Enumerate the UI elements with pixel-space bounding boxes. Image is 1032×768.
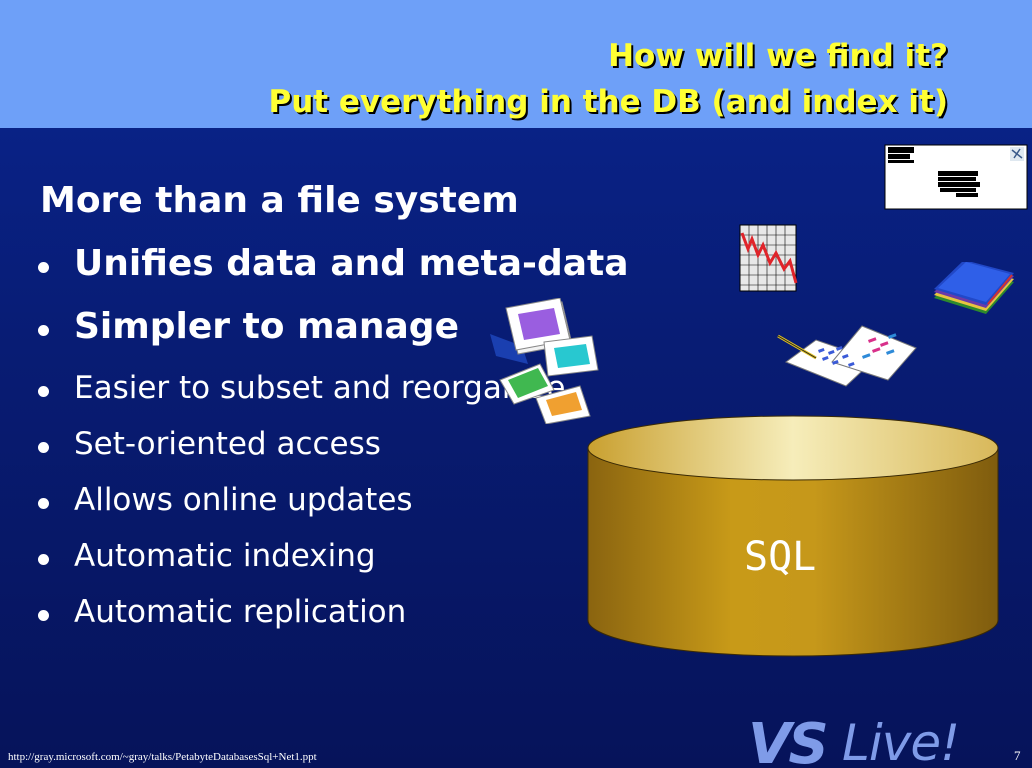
book-stack-icon (934, 262, 1014, 314)
bullet-dot-icon (38, 442, 49, 453)
spreadsheet-papers-icon (777, 325, 917, 387)
bullet-dot-icon (38, 386, 49, 397)
logo-live-text: Live! (842, 716, 960, 768)
photo-slides-icon (490, 298, 599, 424)
database-label: SQL (744, 534, 817, 580)
bullet-text: Easier to subset and reorganize (74, 370, 566, 406)
bullet-dot-icon (38, 554, 49, 565)
database-cylinder-icon (587, 415, 999, 657)
bullet-dot-icon (38, 610, 49, 621)
bullet-text: Automatic replication (74, 594, 407, 630)
slide-title-line-1: How will we find it? (608, 38, 948, 74)
bullet-text: Automatic indexing (74, 538, 376, 574)
document-page-icon (884, 144, 1028, 210)
slide-title-line-2: Put everything in the DB (and index it) (268, 84, 948, 120)
bullet-dot-icon (38, 498, 49, 509)
bullet-text: Set-oriented access (74, 426, 381, 462)
bullet-dot-icon (38, 262, 49, 273)
logo-vs-text: VS (748, 716, 829, 768)
bullet-text: Allows online updates (74, 482, 413, 518)
page-number: 7 (1014, 748, 1021, 763)
bullet-text: Unifies data and meta-data (74, 243, 629, 284)
title-banner (0, 0, 1032, 128)
footer-url: http://gray.microsoft.com/~gray/talks/Pe… (8, 751, 317, 763)
bullet-text: Simpler to manage (74, 306, 459, 347)
stock-chart-icon (739, 224, 798, 292)
section-heading: More than a file system (40, 180, 519, 221)
bullet-dot-icon (38, 325, 49, 336)
vslive-logo: VS Live! (748, 716, 974, 768)
